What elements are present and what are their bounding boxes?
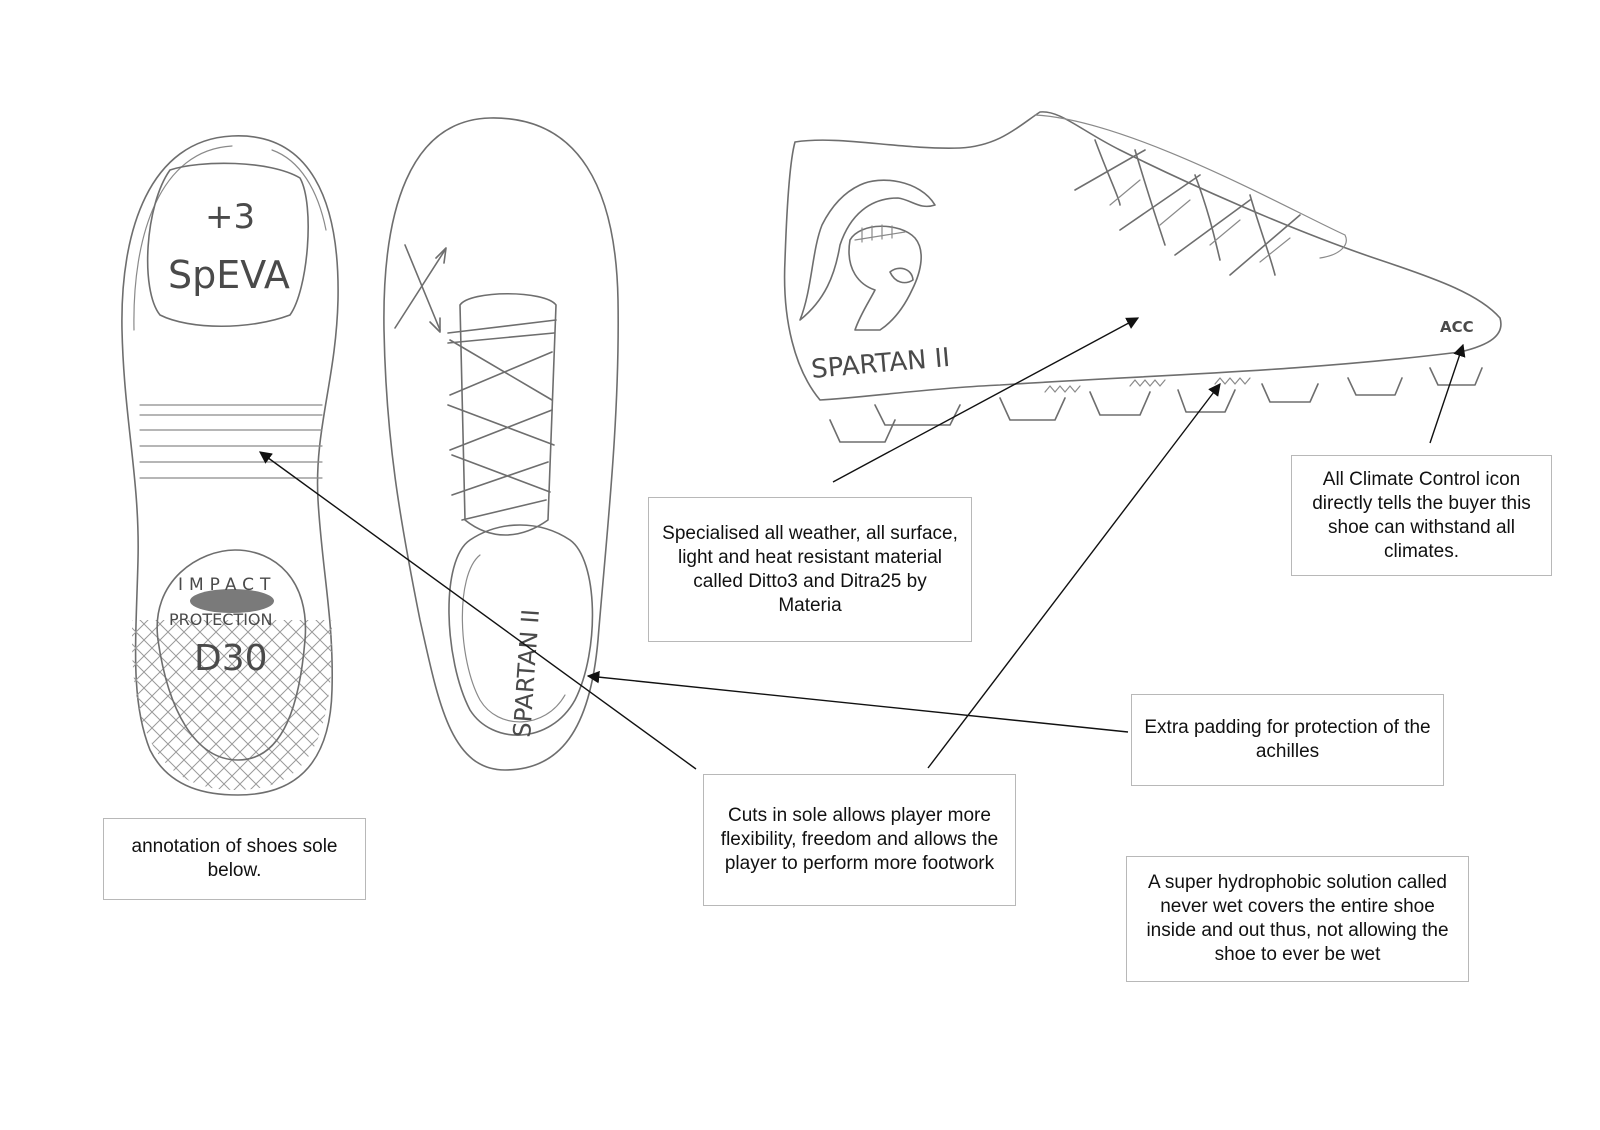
annotation-climate-icon: All Climate Control icon directly tells …	[1291, 455, 1552, 576]
annotation-cuts: Cuts in sole allows player more flexibil…	[703, 774, 1016, 906]
annotation-padding: Extra padding for protection of the achi…	[1131, 694, 1444, 786]
annotation-climate-icon-text: All Climate Control icon directly tells …	[1312, 468, 1531, 562]
acc-icon: ACC	[1440, 318, 1474, 336]
sole-speva-label: SpEVA	[168, 253, 290, 297]
insole-brand-label: SPARTAN II	[508, 608, 545, 738]
annotation-hydrophobic-text: A super hydrophobic solution called neve…	[1146, 872, 1449, 965]
leader-cuts-side	[927, 382, 1221, 769]
leader-lines	[258, 317, 1466, 770]
side-view-drawing: SPARTAN II ACC	[783, 111, 1502, 443]
impact-top-label: IMPACT	[178, 575, 276, 595]
sole-drawing: +3 SpEVA IMPACT PROTECTION D30	[121, 135, 339, 796]
leader-material	[832, 317, 1140, 483]
annotation-sole-note: annotation of shoes sole below.	[103, 818, 366, 900]
side-brand-label: SPARTAN II	[810, 343, 951, 385]
sole-plus-label: +3	[205, 197, 255, 237]
midfoot-cut-lines	[139, 404, 323, 479]
annotation-hydrophobic: A super hydrophobic solution called neve…	[1126, 856, 1469, 982]
leader-climate	[1429, 343, 1466, 444]
top-view-drawing: SPARTAN II	[383, 117, 619, 771]
impact-pad-shape	[190, 589, 274, 613]
heel-hatching	[132, 620, 332, 790]
spartan-helmet-icon	[799, 179, 936, 331]
annotation-cuts-text: Cuts in sole allows player more flexibil…	[720, 805, 999, 874]
annotation-material-text: Specialised all weather, all surface, li…	[662, 522, 958, 616]
x-logo-icon	[394, 244, 447, 333]
leader-padding	[586, 670, 1129, 733]
annotation-sole-note-text: annotation of shoes sole below.	[131, 836, 338, 881]
annotation-material: Specialised all weather, all surface, li…	[648, 497, 972, 642]
laces	[447, 319, 557, 521]
d30-label: D30	[194, 638, 268, 679]
leader-cuts-sole	[258, 451, 697, 770]
side-laces	[1074, 139, 1301, 276]
side-studs	[829, 367, 1483, 443]
annotation-padding-text: Extra padding for protection of the achi…	[1144, 717, 1431, 762]
impact-bottom-label: PROTECTION	[169, 610, 272, 629]
